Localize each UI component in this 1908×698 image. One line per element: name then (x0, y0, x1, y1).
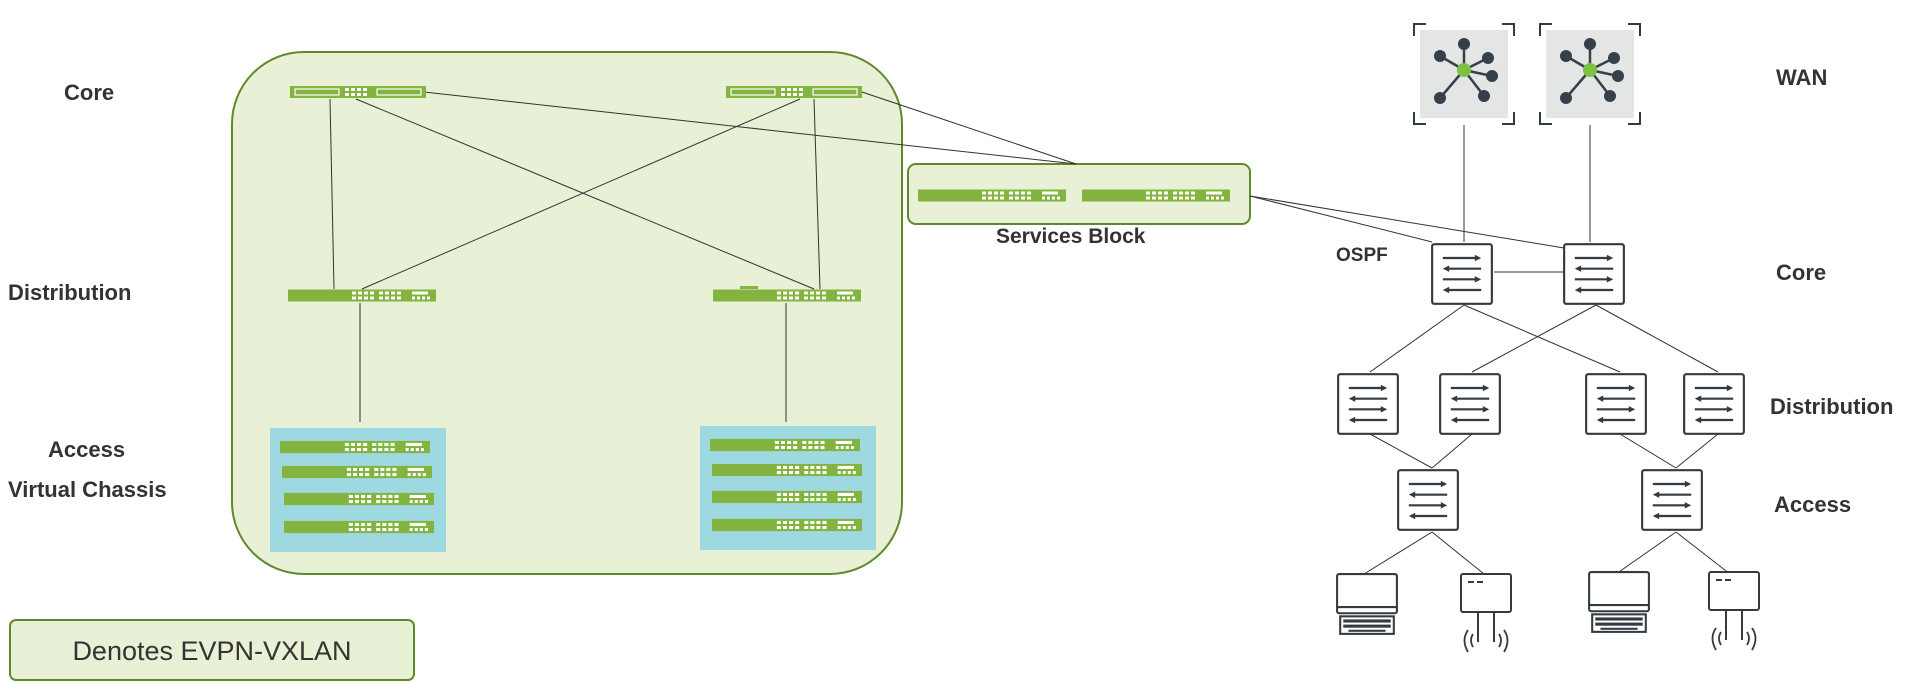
wireless-access-point-icon (1460, 573, 1512, 653)
right-access-label: Access (1774, 492, 1851, 517)
virtual-chassis-label: Virtual Chassis (8, 477, 167, 502)
left-core-switch-1 (290, 86, 426, 98)
legend: Denotes EVPN-VXLAN (9, 619, 415, 681)
right-distribution-label: Distribution (1770, 394, 1893, 419)
left-distribution-switch-1 (288, 289, 436, 302)
left-core-switch-2 (726, 86, 862, 98)
right-distribution-switch-3 (1585, 373, 1647, 435)
virtual-chassis-2 (700, 426, 876, 550)
left-distribution-switch-2 (713, 289, 861, 302)
wan-router-2 (1538, 22, 1642, 126)
laptop-icon (1336, 573, 1398, 635)
ospf-label: OSPF (1336, 245, 1388, 266)
services-block-container (907, 163, 1251, 225)
right-access-switch-2 (1641, 469, 1703, 531)
right-core-switch-2 (1563, 243, 1625, 305)
right-core-switch-1 (1431, 243, 1493, 305)
wan-router-1 (1412, 22, 1516, 126)
right-distribution-switch-4 (1683, 373, 1745, 435)
right-distribution-switch-2 (1439, 373, 1501, 435)
right-core-label: Core (1776, 260, 1826, 285)
wan-label: WAN (1776, 65, 1827, 90)
services-switch-2 (1082, 189, 1230, 202)
laptop-icon (1588, 571, 1650, 633)
virtual-chassis-1 (270, 428, 446, 552)
right-access-switch-1 (1397, 469, 1459, 531)
right-links (1249, 125, 1731, 575)
left-distribution-label: Distribution (8, 280, 131, 305)
left-links (329, 91, 1077, 422)
services-block-label: Services Block (996, 225, 1146, 248)
wireless-access-point-icon (1708, 571, 1760, 651)
legend-swatch (9, 619, 415, 681)
services-switch-1 (918, 189, 1066, 202)
left-access-label: Access (48, 437, 125, 462)
left-core-label: Core (64, 80, 114, 105)
right-distribution-switch-1 (1337, 373, 1399, 435)
legend-text: Denotes EVPN-VXLAN (72, 636, 351, 666)
